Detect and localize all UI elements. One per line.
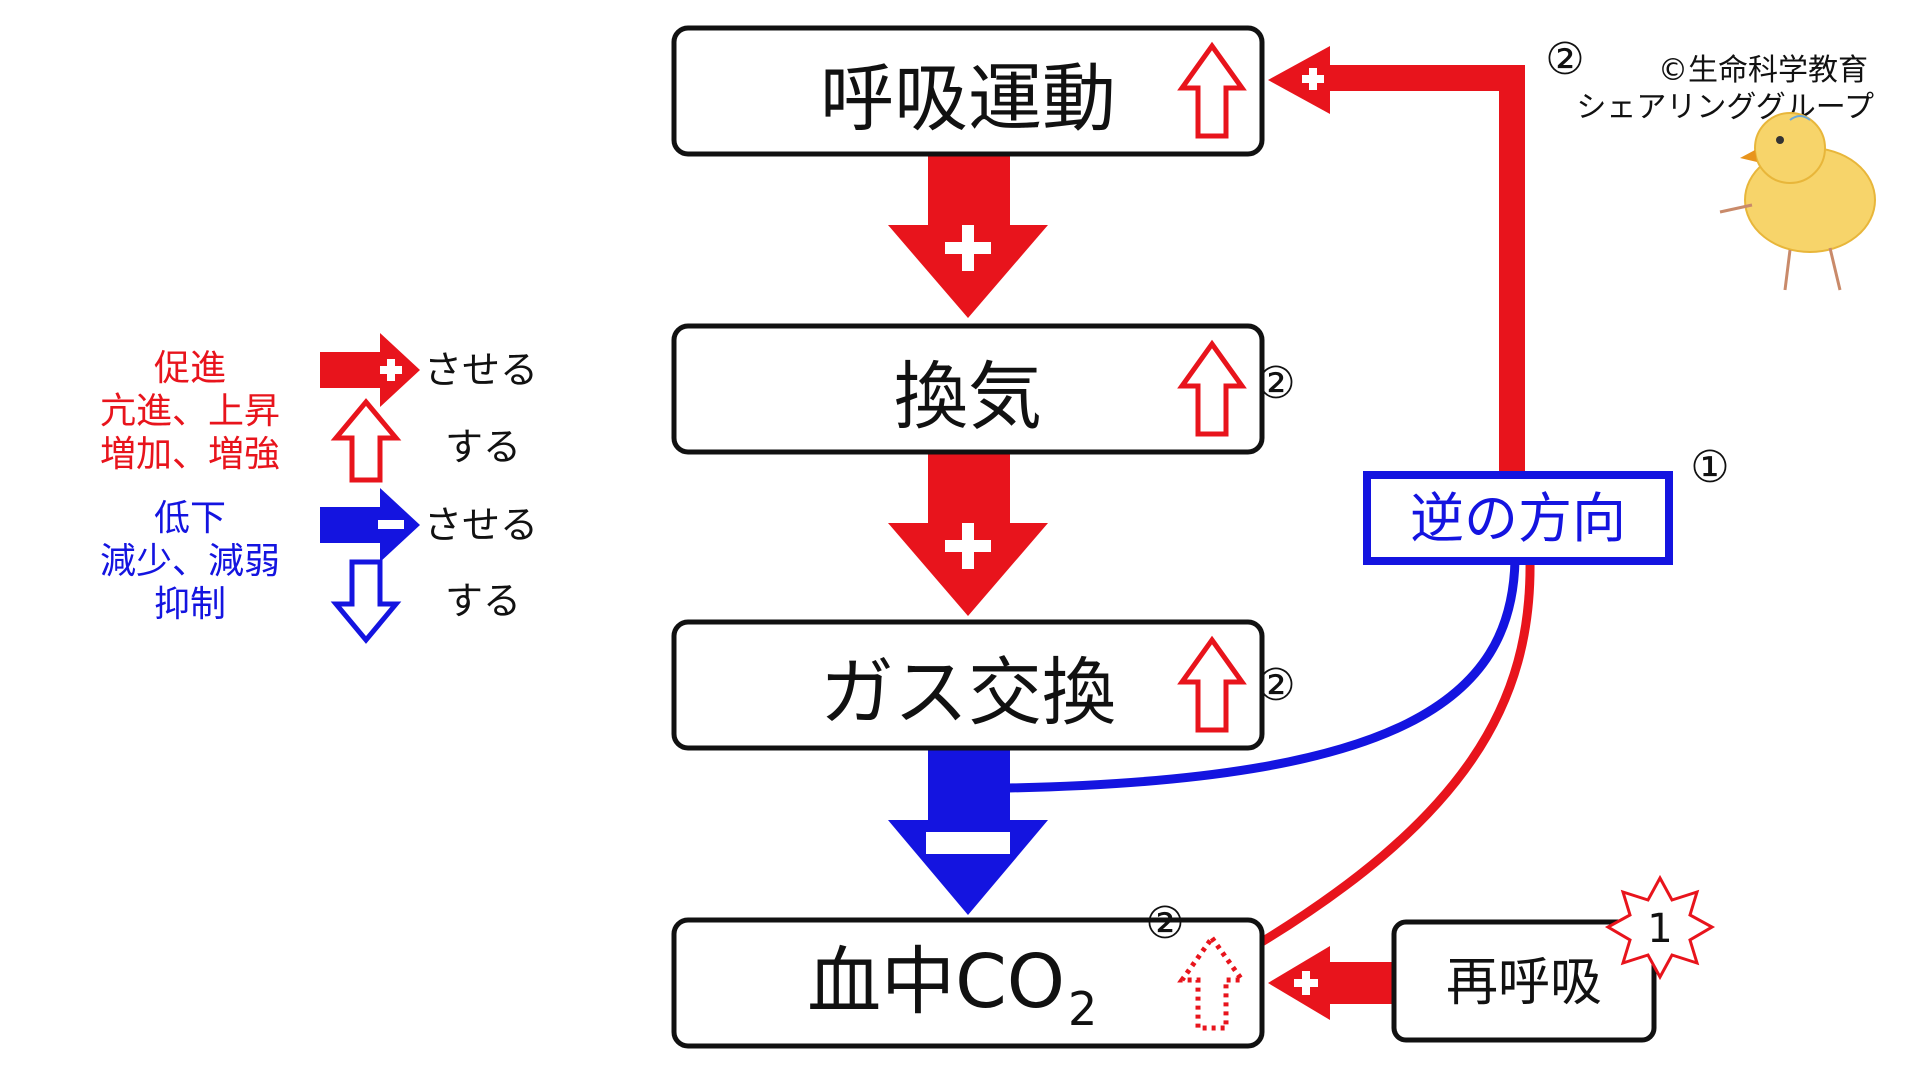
feedback-arrowhead-respiratory <box>1268 46 1330 114</box>
legend-increase-1: 亢進、上昇 <box>100 391 280 432</box>
legend-blue-right-arrow-icon <box>320 488 420 562</box>
up-arrow-ventilation-icon <box>1177 339 1247 437</box>
credit-line-2: シェアリンググループ <box>1576 90 1874 125</box>
box-ventilation: 換気 <box>671 323 1265 455</box>
box-gas-exchange: ガス交換 <box>671 619 1265 751</box>
box-reverse-direction: 逆の方向 <box>1363 471 1673 565</box>
up-arrow-blood-co2-dotted-icon <box>1177 933 1247 1031</box>
legend: 促進 亢進、上昇 増加、増強 させる する 低下 減少、減弱 抑制 させる する <box>100 333 538 644</box>
box-blood-co2-label: 血中CO <box>807 939 1065 1025</box>
up-arrow-respiratory-icon <box>1177 41 1247 139</box>
box-respiratory-movement: 呼吸運動 <box>671 25 1265 157</box>
down-arrow-plus-1 <box>888 155 1048 318</box>
circled-two-ventilation: ② <box>1256 358 1295 409</box>
legend-red-up-arrow-icon <box>330 398 402 483</box>
legend-make-do-red: させる <box>424 348 538 392</box>
legend-promote: 促進 <box>154 348 226 389</box>
feedback-plus-v <box>1309 68 1317 90</box>
feedback-red-loop-line <box>1330 65 1525 475</box>
box-blood-co2-subscript: 2 <box>1068 982 1097 1036</box>
blue-curve-line <box>1007 559 1520 793</box>
legend-decrease-3: 抑制 <box>154 584 226 625</box>
circled-two-gas-exchange: ② <box>1256 660 1295 711</box>
circled-two-blood-co2: ② <box>1145 898 1184 949</box>
box-respiratory-movement-label: 呼吸運動 <box>820 56 1116 142</box>
legend-decrease-2: 減少、減弱 <box>100 541 280 582</box>
duck-mascot-icon <box>1719 112 1876 291</box>
star-burst-icon <box>1604 874 1716 981</box>
box-reverse-direction-label: 逆の方向 <box>1410 487 1626 550</box>
box-ventilation-label: 換気 <box>894 354 1042 440</box>
up-arrow-gas-exchange-icon <box>1177 635 1247 733</box>
down-arrow-plus-2 <box>888 453 1048 616</box>
red-curve-line <box>1237 559 1535 959</box>
legend-increase-2: 増加、増強 <box>100 434 280 475</box>
rebreathing-arrow <box>1268 946 1392 1020</box>
legend-decrease-1: 低下 <box>154 498 226 539</box>
down-arrow-minus <box>888 750 1048 915</box>
box-rebreathing: 再呼吸 <box>1391 919 1657 1043</box>
box-rebreathing-label: 再呼吸 <box>1446 953 1602 1013</box>
circled-two-top: ② <box>1545 34 1584 85</box>
box-blood-co2: 血中CO 2 <box>671 917 1265 1049</box>
legend-do-red: する <box>445 425 521 469</box>
legend-make-do-blue: させる <box>424 503 538 547</box>
star-burst-number: 1 <box>1647 906 1672 952</box>
circled-one-reverse: ① <box>1690 442 1729 493</box>
credit-line-1: ©生命科学教育 <box>1658 53 1868 88</box>
box-gas-exchange-label: ガス交換 <box>820 650 1116 736</box>
legend-do-blue: する <box>445 579 521 623</box>
legend-blue-down-arrow-icon <box>330 559 402 644</box>
legend-red-right-arrow-icon <box>320 333 420 407</box>
